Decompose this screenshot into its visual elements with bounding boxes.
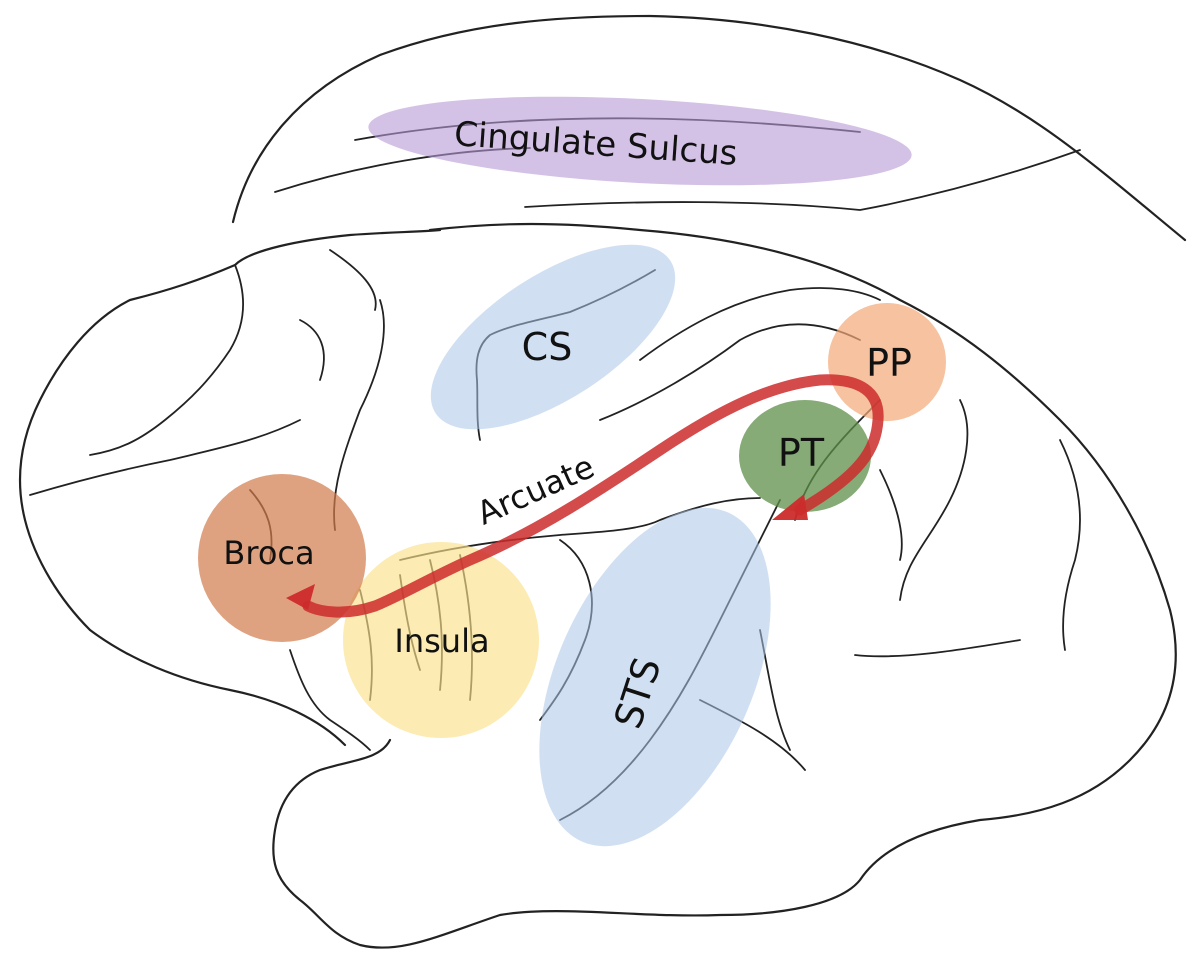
frontal-sulcus-c <box>299 319 325 381</box>
frontal-top-outline <box>233 228 442 267</box>
broca-label: Broca <box>223 534 314 572</box>
arcuate-pathway <box>286 374 884 618</box>
temporal-line-c <box>854 639 1021 658</box>
cingulate-sulcus-region <box>368 96 912 186</box>
regions <box>198 96 946 847</box>
pp-region <box>828 303 946 421</box>
pp-label: PP <box>866 341 912 385</box>
occipital-line-a <box>899 399 969 601</box>
broca-region <box>198 474 366 642</box>
insula-region <box>343 542 539 738</box>
lunate-line <box>1059 439 1081 651</box>
intraparietal-line <box>599 323 861 421</box>
medial-lower-line <box>524 149 1081 211</box>
arcuate-sulcus-line <box>333 299 385 531</box>
precentral-line <box>329 249 377 311</box>
arcuate-arrowhead-pt <box>772 494 808 520</box>
frontal-pole-outline <box>18 263 347 747</box>
sts-region <box>539 507 771 847</box>
lateral-surface-outline <box>272 222 1177 949</box>
arcuate-arrow <box>302 374 884 618</box>
cs-region <box>430 244 676 430</box>
frontal-sulcus-b <box>89 264 244 456</box>
arcuate-label: Arcuate <box>471 447 600 532</box>
arcuate-arrowhead-broca <box>286 584 315 610</box>
cs-label: CS <box>522 325 573 369</box>
medial-surface-outline <box>231 14 1187 242</box>
orbital-line <box>289 649 371 751</box>
frontal-sulcus-a <box>29 419 301 496</box>
pt-label: PT <box>778 431 825 475</box>
insula-label: Insula <box>394 622 489 660</box>
occipital-line-b <box>879 469 903 561</box>
parietal-line-b <box>639 287 881 361</box>
